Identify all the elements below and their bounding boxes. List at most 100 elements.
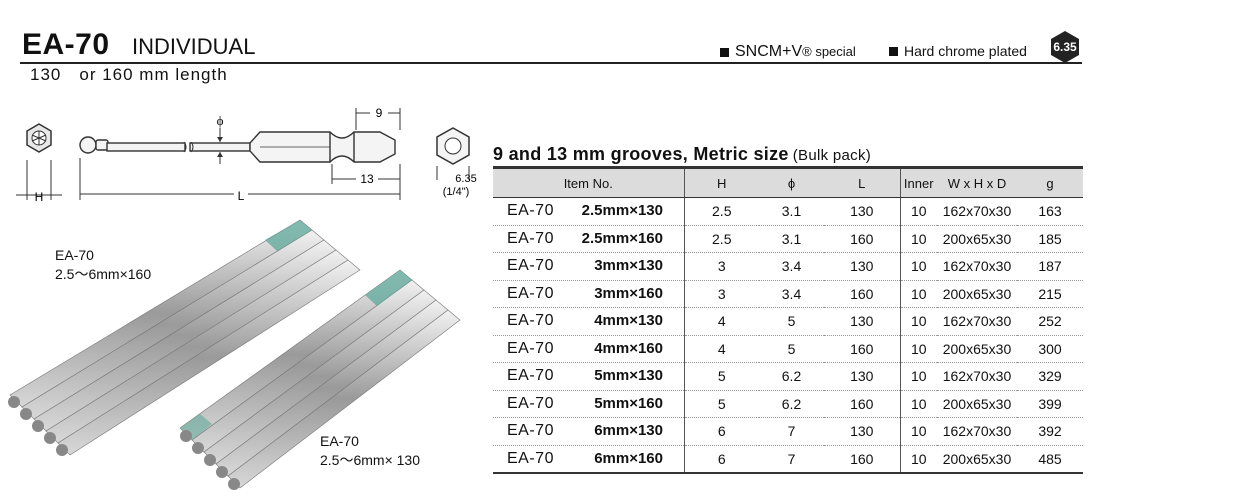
cell-h: 6 [717,450,726,467]
col-header-l: L [824,166,901,198]
dim-phi-label: ϕ [217,113,224,128]
product-model-title: EA-70 [22,28,110,61]
cell-l: 160 [824,335,901,363]
col-header-dims: W x H x D [937,166,1017,198]
cell-inner: 10 [910,450,927,467]
dim-h-label: H [35,190,44,204]
dim-l-label: L [238,189,245,203]
cell-l: 130 [824,307,901,335]
dimension-drawing: H ϕ 9 13 L 6.35 (1/4") [16,105,477,204]
cell-dims: 200x65x30 [942,450,1012,467]
bit-set-160-image [8,219,361,456]
product-photo [8,219,461,490]
cell-g: 252 [1038,313,1062,330]
caption-130-model: EA-70 [320,433,359,449]
cell-size: 3mm×130 [594,257,663,275]
cell-dims: 200x65x30 [942,395,1012,412]
cell-model: EA-70 [507,229,554,247]
spec-material-label: SNCM+V® special [735,43,856,60]
cell-h: 5 [717,368,726,385]
cell-size: 4mm×130 [594,312,663,330]
cell-inner: 10 [910,313,927,330]
cell-phi: 3.4 [781,285,802,302]
cell-h: 2.5 [712,203,732,220]
length-note: 130 or 160 mm length [30,65,228,84]
cell-l: 130 [824,197,901,225]
cell-h: 3 [717,285,726,302]
cell-model: EA-70 [507,449,554,467]
product-type-title: INDIVIDUAL [132,34,256,59]
cell-inner: 10 [910,423,927,440]
caption-130-range: 2.5～6mm× 130 [320,452,420,468]
cell-l: 130 [824,252,901,280]
photo-caption-160: EA-70 2.5～6mm×160 [55,246,151,284]
cell-item-no: EA-70 5mm×160 [493,390,685,418]
cell-dims: 200x65x30 [942,230,1012,247]
cell-l: 130 [824,417,901,445]
dim-hex-inch-label: (1/4") [443,186,470,198]
bullet-square-icon [720,47,729,57]
cell-phi: 7 [787,423,796,440]
cell-size: 5mm×160 [594,394,663,412]
cell-g: 485 [1038,450,1062,467]
cell-dims: 162x70x30 [942,423,1012,440]
cell-l: 160 [824,445,901,473]
table-header-row: Item No. H ϕ L Inner W x H x D g [493,166,1083,198]
col-header-inner: Inner [900,166,937,198]
cell-h: 4 [717,340,726,357]
header-divider [20,62,1082,64]
cell-dims: 162x70x30 [942,313,1012,330]
hex-size-badge-icon: 6.35 [1051,31,1079,63]
cell-model: EA-70 [507,284,554,302]
bit-set-130-image [179,269,461,490]
cell-g: 163 [1038,203,1062,220]
cell-phi: 7 [787,450,796,467]
cell-dims: 200x65x30 [942,285,1012,302]
cell-item-no: EA-70 4mm×130 [493,307,685,335]
cell-h: 2.5 [712,230,732,247]
col-header-phi: ϕ [759,166,824,198]
cell-size: 2.5mm×160 [581,229,663,247]
cell-inner: 10 [910,203,927,220]
col-header-h: H [684,166,759,198]
cell-size: 4mm×160 [594,339,663,357]
cell-model: EA-70 [507,312,554,330]
cell-g: 187 [1038,258,1062,275]
cell-l: 160 [824,280,901,308]
cell-item-no: EA-70 2.5mm×160 [493,225,685,253]
cell-model: EA-70 [507,394,554,412]
caption-160-range: 2.5～6mm×160 [55,266,152,282]
cell-dims: 162x70x30 [942,258,1012,275]
cell-l: 160 [824,390,901,418]
spec-plating: Hard chrome plated [889,44,1027,58]
cell-g: 329 [1038,368,1062,385]
col-header-item: Item No. [493,166,685,198]
spec-material: SNCM+V® special [720,44,856,60]
hex-end-view-right [436,127,470,165]
cell-dims: 200x65x30 [942,340,1012,357]
cell-h: 5 [717,395,726,412]
table-subtitle: (Bulk pack) [792,147,872,164]
bullet-square-icon [889,46,898,56]
cell-l: 130 [824,362,901,390]
cell-inner: 10 [910,285,927,302]
cell-inner: 10 [910,395,927,412]
hex-badge-label: 6.35 [1053,40,1077,54]
dim-13-label: 13 [360,172,374,186]
cell-g: 392 [1038,423,1062,440]
cell-model: EA-70 [507,422,554,440]
cell-dims: 162x70x30 [942,203,1012,220]
cell-h: 3 [717,258,726,275]
